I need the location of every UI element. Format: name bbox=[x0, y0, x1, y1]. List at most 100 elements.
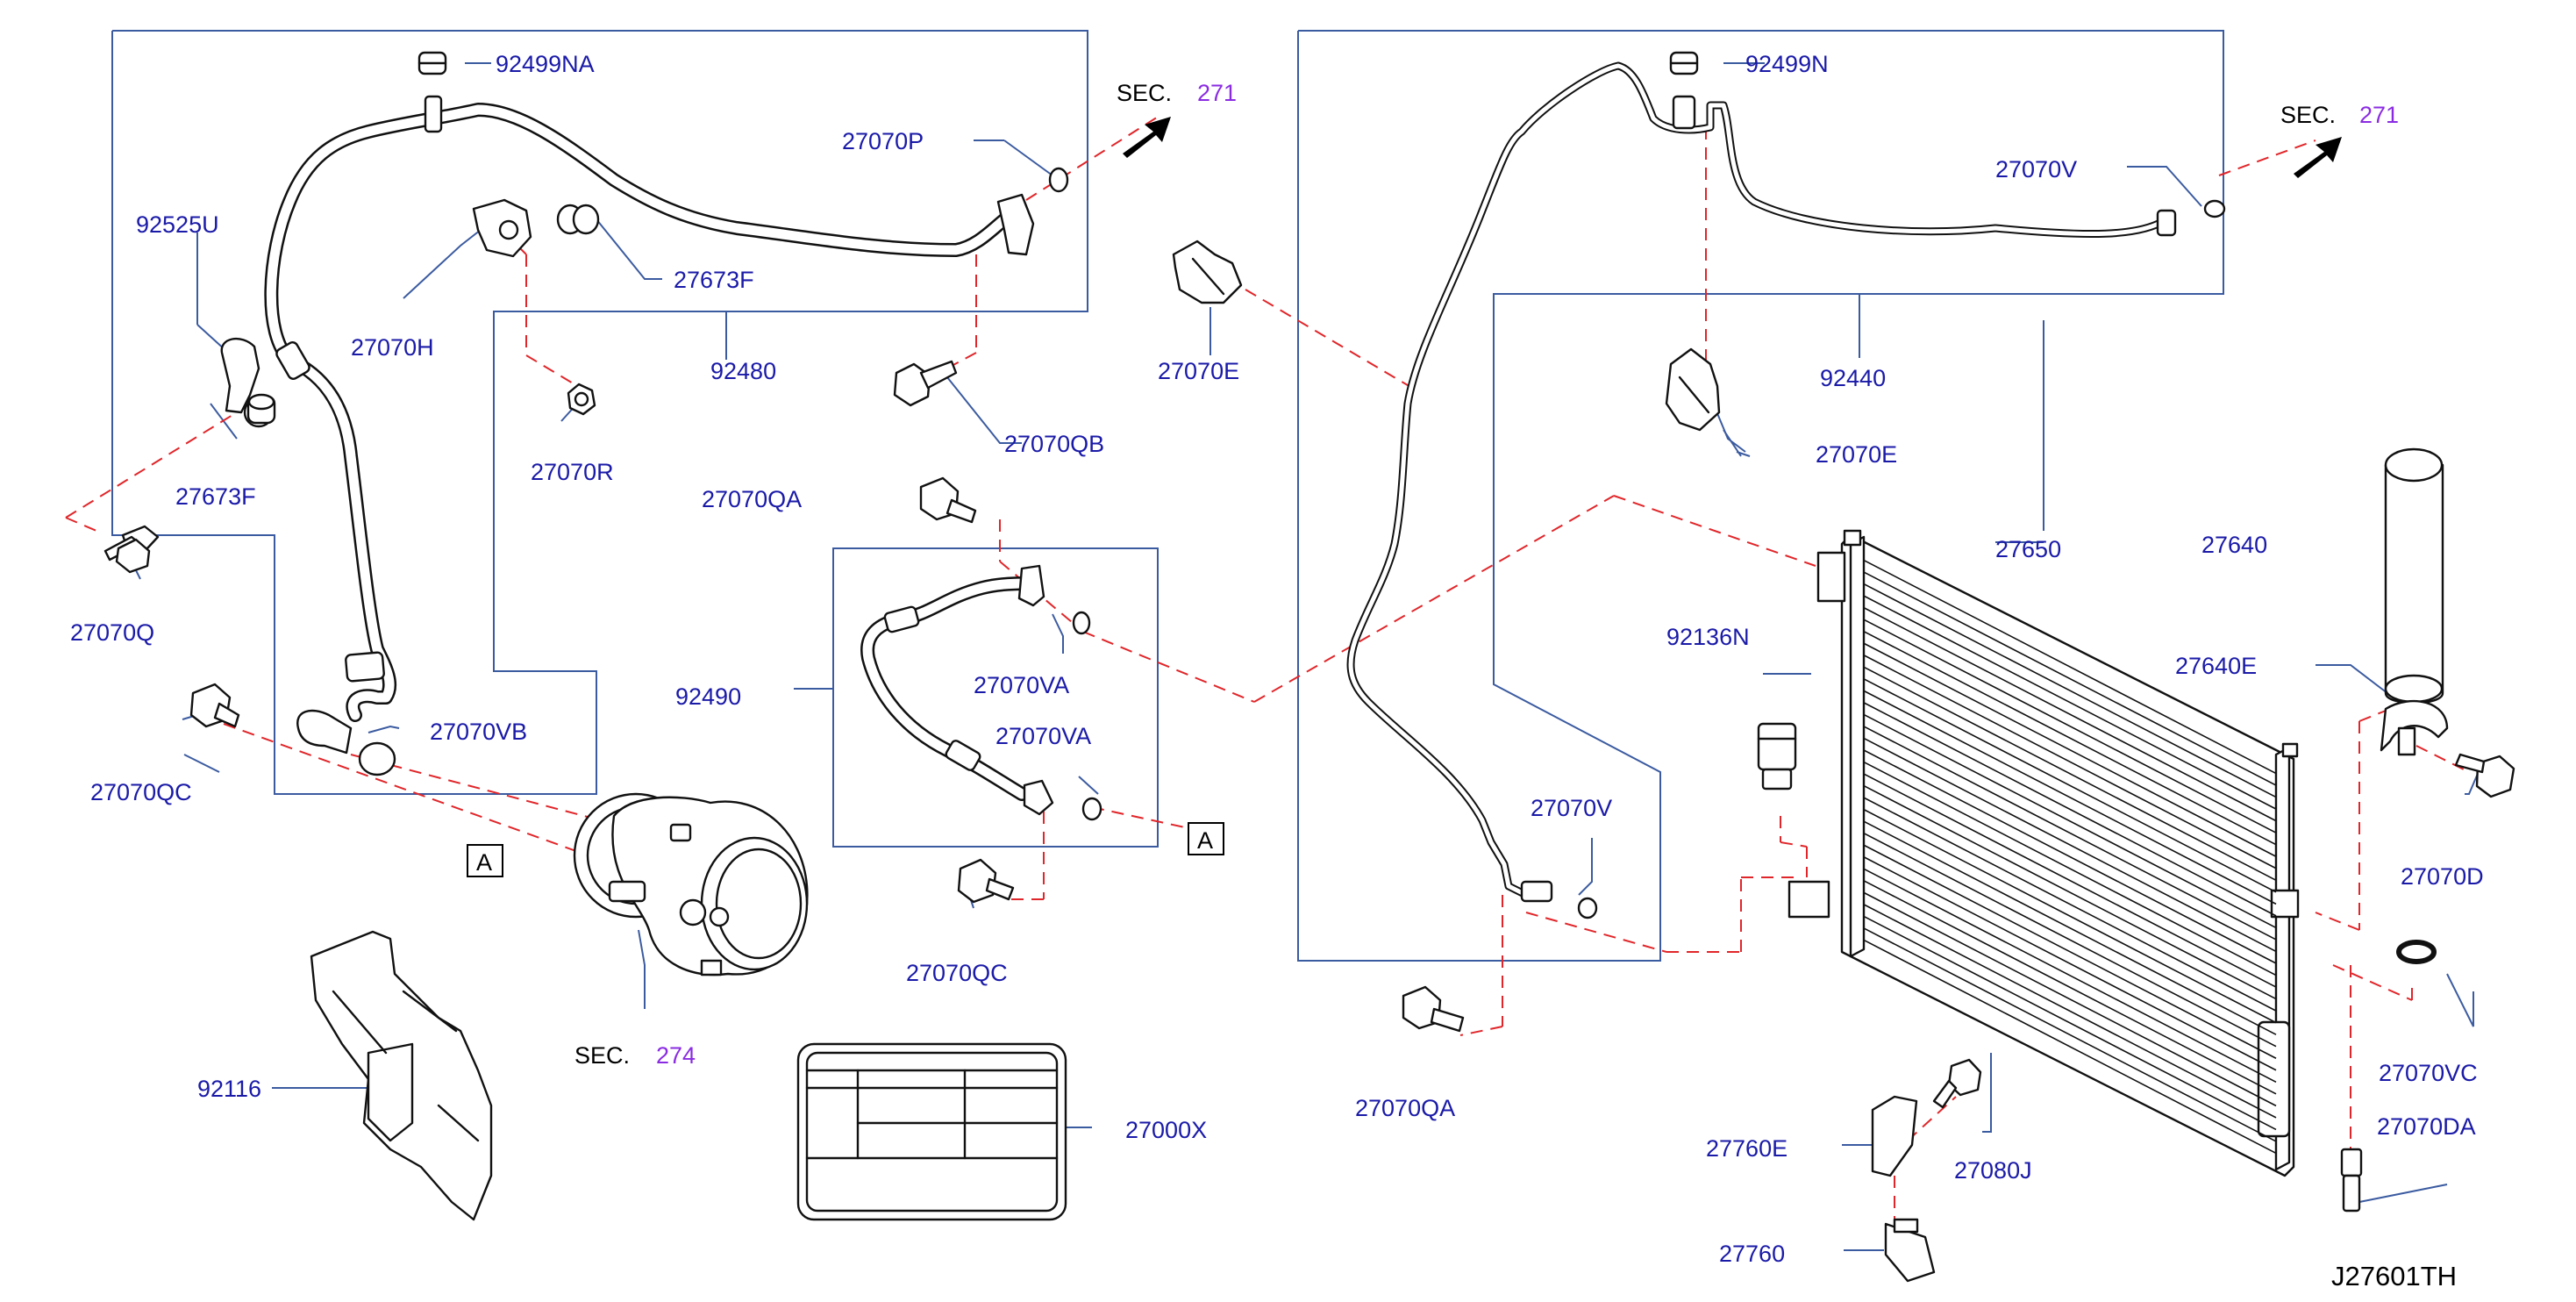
condenser-fin bbox=[1863, 880, 2277, 1095]
condenser-fin bbox=[1863, 630, 2277, 846]
condenser-fin bbox=[1863, 666, 2277, 882]
condenser-fins bbox=[1863, 559, 2277, 1155]
part-label-27070E-a[interactable]: 27070E bbox=[1158, 358, 1239, 384]
part-label-92490[interactable]: 92490 bbox=[675, 683, 741, 710]
sec-ref-number-1[interactable]: 271 bbox=[1197, 80, 1237, 106]
view-marker-a-2: A bbox=[1197, 827, 1213, 854]
bolt-27070DA bbox=[2340, 1148, 2363, 1213]
part-label-92499N[interactable]: 92499N bbox=[1745, 51, 1829, 77]
part-label-92480[interactable]: 92480 bbox=[710, 358, 776, 384]
part-label-27070QB[interactable]: 27070QB bbox=[1004, 431, 1104, 457]
nut-27070R bbox=[567, 383, 596, 416]
tube-92440 bbox=[1346, 61, 2226, 919]
part-label-92525U[interactable]: 92525U bbox=[136, 211, 219, 238]
condenser-fin bbox=[1863, 868, 2277, 1084]
part-label-27070QC-a[interactable]: 27070QC bbox=[90, 779, 192, 805]
condenser-fin bbox=[1863, 690, 2277, 905]
condenser-fin bbox=[1863, 808, 2277, 1024]
part-label-27673F-a[interactable]: 27673F bbox=[674, 267, 754, 293]
condenser-fin bbox=[1863, 737, 2277, 953]
condenser-fin bbox=[1863, 559, 2277, 775]
label-27000X bbox=[796, 1042, 1067, 1221]
part-label-27070H[interactable]: 27070H bbox=[351, 334, 434, 361]
oring-27070P bbox=[1048, 167, 1069, 193]
seal-27673F-b bbox=[246, 393, 276, 425]
part-label-27070VC[interactable]: 27070VC bbox=[2379, 1060, 2478, 1086]
condenser-fin bbox=[1863, 606, 2277, 822]
cap-92499NA bbox=[417, 51, 447, 75]
bolt-27070QC-a bbox=[189, 683, 240, 728]
part-label-92136N[interactable]: 92136N bbox=[1666, 624, 1750, 650]
part-label-27673F-b[interactable]: 27673F bbox=[175, 483, 256, 510]
part-label-27760E[interactable]: 27760E bbox=[1706, 1135, 1788, 1162]
part-label-27650[interactable]: 27650 bbox=[1995, 536, 2061, 562]
part-label-92116[interactable]: 92116 bbox=[197, 1076, 261, 1102]
part-label-27070VA-a[interactable]: 27070VA bbox=[974, 672, 1069, 698]
view-marker-a-1: A bbox=[476, 849, 492, 876]
condenser-fin bbox=[1863, 891, 2277, 1107]
sec-ref-prefix-2: SEC. bbox=[2280, 102, 2336, 128]
part-label-27070QC-b[interactable]: 27070QC bbox=[906, 960, 1008, 986]
part-label-27080J[interactable]: 27080J bbox=[1954, 1157, 2032, 1184]
sec-ref-number-2[interactable]: 271 bbox=[2359, 102, 2399, 128]
diagram-code: J27601TH bbox=[2331, 1261, 2457, 1291]
part-label-27760[interactable]: 27760 bbox=[1719, 1241, 1785, 1267]
condenser-fin bbox=[1863, 571, 2277, 786]
cap-92499N bbox=[1669, 51, 1699, 75]
dryer-27640 bbox=[2384, 447, 2444, 705]
bracket-92116 bbox=[310, 930, 493, 1221]
part-label-92440[interactable]: 92440 bbox=[1820, 365, 1886, 391]
condenser-fin bbox=[1863, 797, 2277, 1012]
clip-27070E-b bbox=[1665, 347, 1721, 432]
part-label-27070DA[interactable]: 27070DA bbox=[2377, 1113, 2476, 1140]
condenser-fin bbox=[1863, 619, 2277, 833]
condenser-fin bbox=[1863, 844, 2277, 1059]
condenser-fin bbox=[1863, 927, 2277, 1142]
condenser-fin bbox=[1863, 904, 2277, 1119]
part-label-27070VB[interactable]: 27070VB bbox=[430, 719, 527, 745]
bolt-27070D bbox=[2454, 753, 2515, 798]
condenser-fin bbox=[1863, 702, 2277, 917]
condenser-fin bbox=[1863, 713, 2277, 929]
part-label-27070VA-b[interactable]: 27070VA bbox=[995, 723, 1091, 749]
condenser-fin bbox=[1863, 915, 2277, 1131]
bolt-27070Q bbox=[103, 525, 160, 574]
hose-92480 bbox=[264, 95, 1035, 755]
part-label-27070Q[interactable]: 27070Q bbox=[70, 619, 154, 646]
condenser-fin bbox=[1863, 820, 2277, 1035]
part-label-27070V-a[interactable]: 27070V bbox=[1995, 156, 2077, 182]
view-marker-a-box-2 bbox=[1188, 822, 1224, 855]
group-box-92480 bbox=[111, 30, 1088, 795]
part-label-27070P[interactable]: 27070P bbox=[842, 128, 924, 154]
condenser-fin bbox=[1863, 726, 2277, 941]
bolt-27080J bbox=[1932, 1058, 1982, 1109]
group-box-92440 bbox=[1297, 30, 2224, 962]
part-label-27070E-b[interactable]: 27070E bbox=[1816, 441, 1897, 468]
sec-ref-number-3[interactable]: 274 bbox=[656, 1042, 696, 1069]
hose-92490 bbox=[860, 564, 1102, 821]
part-label-27070R[interactable]: 27070R bbox=[531, 459, 614, 485]
condenser-fin bbox=[1863, 678, 2277, 893]
part-label-27640[interactable]: 27640 bbox=[2201, 532, 2267, 558]
sec-ref-prefix-1: SEC. bbox=[1117, 80, 1172, 106]
seal-27673F-a bbox=[556, 204, 600, 235]
condenser-fin bbox=[1863, 773, 2277, 988]
view-marker-a-box-1 bbox=[467, 844, 503, 877]
part-label-27070D[interactable]: 27070D bbox=[2401, 863, 2484, 890]
condenser-27650 bbox=[1788, 529, 2300, 1177]
condenser-fin bbox=[1863, 939, 2277, 1155]
part-label-27640E[interactable]: 27640E bbox=[2175, 653, 2257, 679]
bolt-27070QA-b bbox=[1402, 985, 1465, 1033]
part-label-27070QA-b[interactable]: 27070QA bbox=[1355, 1095, 1455, 1121]
pressure-sensor-92136N bbox=[1757, 722, 1797, 790]
part-label-27070QA-a[interactable]: 27070QA bbox=[702, 486, 802, 512]
arrow-icon bbox=[1123, 117, 2342, 178]
part-label-92499NA[interactable]: 92499NA bbox=[496, 51, 595, 77]
condenser-fin bbox=[1863, 655, 2277, 869]
part-label-27070V-b[interactable]: 27070V bbox=[1531, 795, 1612, 821]
fitting-27070H bbox=[472, 198, 532, 258]
clip-27070E-a bbox=[1172, 240, 1243, 304]
oring-27070VB bbox=[358, 741, 396, 776]
part-label-27000X[interactable]: 27000X bbox=[1125, 1117, 1207, 1143]
